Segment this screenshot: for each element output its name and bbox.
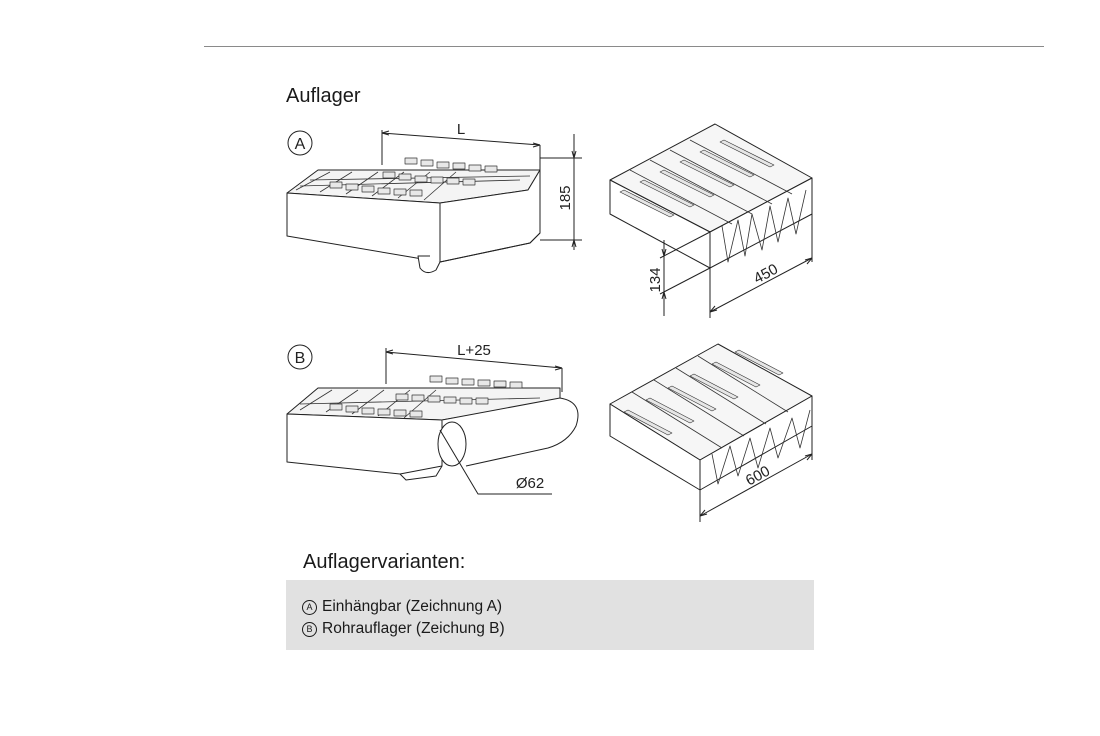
dim-height-a: 185 (557, 185, 574, 210)
variant-a-side-view: A L (286, 121, 582, 274)
variant-b-marker-label: B (295, 350, 306, 367)
variant-item-a-text: Einhängbar (Zeichnung A) (322, 598, 503, 615)
variant-item-a: A Einhängbar (Zeichnung A) (302, 598, 502, 616)
dim-width-b: 600 (743, 463, 773, 490)
variant-a-marker: A (302, 600, 317, 615)
dim-pipe-diameter: Ø62 (516, 475, 544, 492)
dim-length-a: L (457, 121, 465, 138)
variant-b-marker: B (302, 622, 317, 637)
dim-inner-height: 134 (647, 267, 664, 292)
variant-b-iso-view: 600 (609, 343, 813, 522)
variants-panel (286, 580, 814, 650)
variant-item-b-text: Rohrauflager (Zeichung B) (322, 620, 505, 637)
variant-item-b: B Rohrauflager (Zeichung B) (302, 620, 505, 638)
variant-a-marker-label: A (295, 136, 306, 153)
variant-a-iso-view: 134 450 (609, 123, 813, 318)
page-title: Auflager (286, 85, 361, 107)
variant-b-side-view: B L+25 Ø62 (286, 342, 579, 495)
top-divider (204, 46, 1044, 47)
variant-a-marker-circle (287, 130, 313, 156)
dim-width-a: 450 (751, 261, 781, 288)
dim-length-b: L+25 (457, 342, 491, 359)
variants-heading: Auflagervarianten: (303, 551, 466, 573)
variant-b-marker-circle (287, 344, 313, 370)
